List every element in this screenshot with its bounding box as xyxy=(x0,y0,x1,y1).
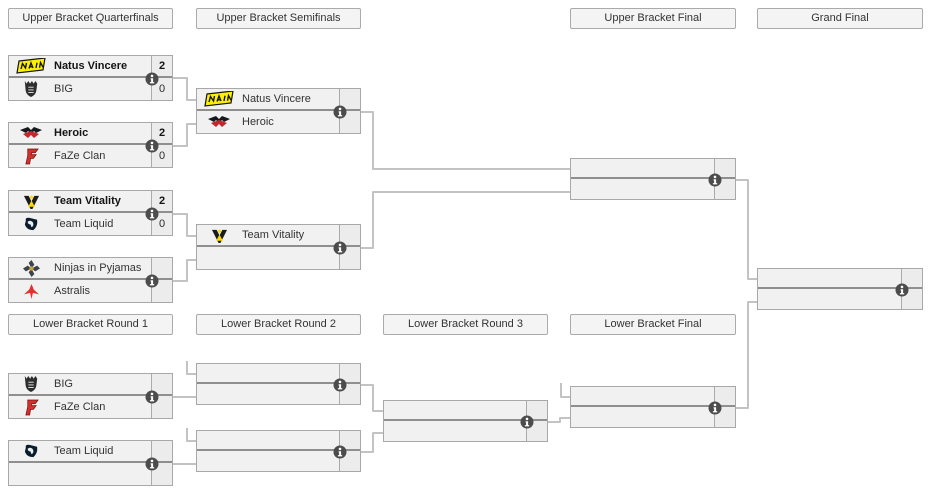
team-name[interactable]: FaZe Clan xyxy=(54,150,106,162)
round-header-ub-semifinals: Upper Bracket Semifinals xyxy=(196,8,361,29)
match-lb-r3 xyxy=(383,400,548,442)
round-header-lb-final: Lower Bracket Final xyxy=(570,314,736,335)
faze-logo-icon xyxy=(9,396,53,418)
round-header-lb-round3: Lower Bracket Round 3 xyxy=(383,314,548,335)
heroic-logo-icon xyxy=(9,123,53,143)
info-icon[interactable] xyxy=(333,105,347,119)
round-header-grand-final: Grand Final xyxy=(757,8,923,29)
team-row: Ninjas in Pyjamas xyxy=(9,258,172,280)
team-row xyxy=(571,387,735,407)
big-logo-icon xyxy=(9,374,53,394)
info-icon[interactable] xyxy=(145,274,159,288)
round-header-lb-round2: Lower Bracket Round 2 xyxy=(196,314,361,335)
liquid-logo-icon xyxy=(9,213,53,235)
match-ub-sf2: Team Vitality xyxy=(196,224,361,270)
navi-logo-icon xyxy=(9,56,53,76)
team-row xyxy=(384,401,547,421)
team-row: Team Liquid 0 xyxy=(9,213,172,235)
team-name[interactable]: BIG xyxy=(54,378,73,390)
team-name[interactable]: Team Vitality xyxy=(242,229,305,241)
faze-logo-icon xyxy=(9,145,53,167)
team-row: FaZe Clan 0 xyxy=(9,145,172,167)
team-score: 2 xyxy=(151,191,172,211)
liquid-logo-icon xyxy=(9,441,53,461)
team-row: Heroic 2 xyxy=(9,123,172,145)
match-ub-qf4: Ninjas in Pyjamas Astralis xyxy=(8,257,173,303)
nip-logo-icon xyxy=(9,258,53,278)
info-icon[interactable] xyxy=(895,283,909,297)
info-icon[interactable] xyxy=(145,139,159,153)
match-ub-qf3: Team Vitality 2 Team Liquid 0 xyxy=(8,190,173,236)
team-name-empty xyxy=(9,463,151,485)
team-score: 2 xyxy=(151,56,172,76)
team-name[interactable]: Natus Vincere xyxy=(54,60,128,72)
info-icon[interactable] xyxy=(520,415,534,429)
team-score xyxy=(151,374,172,394)
team-name[interactable]: Heroic xyxy=(242,116,274,128)
heroic-logo-icon xyxy=(197,111,241,133)
info-icon[interactable] xyxy=(333,445,347,459)
team-name[interactable]: Natus Vincere xyxy=(242,93,311,105)
team-name[interactable]: Heroic xyxy=(54,127,89,139)
vitality-logo-icon xyxy=(197,225,241,245)
info-icon[interactable] xyxy=(145,72,159,86)
team-row xyxy=(571,159,735,179)
info-icon[interactable] xyxy=(333,241,347,255)
team-name[interactable]: BIG xyxy=(54,83,73,95)
team-name[interactable]: Team Vitality xyxy=(54,195,121,207)
match-grand-final xyxy=(757,268,923,310)
match-lb-r1m1: BIG FaZe Clan xyxy=(8,373,173,419)
info-icon[interactable] xyxy=(708,401,722,415)
match-lb-final xyxy=(570,386,736,428)
info-icon[interactable] xyxy=(145,207,159,221)
team-name[interactable]: Team Liquid xyxy=(54,445,114,457)
round-header-ub-quarterfinals: Upper Bracket Quarterfinals xyxy=(8,8,173,29)
match-ub-qf2: Heroic 2 FaZe Clan 0 xyxy=(8,122,173,168)
astralis-logo-icon xyxy=(9,280,53,302)
team-score xyxy=(151,441,172,461)
vitality-logo-icon xyxy=(9,191,53,211)
info-icon[interactable] xyxy=(145,390,159,404)
team-score: 2 xyxy=(151,123,172,143)
team-score xyxy=(339,89,360,109)
team-row: Natus Vincere xyxy=(197,89,360,111)
team-name-empty xyxy=(197,247,339,269)
team-row: BIG 0 xyxy=(9,78,172,100)
team-row: Team Liquid xyxy=(9,441,172,463)
match-ub-qf1: Natus Vincere 2 BIG 0 xyxy=(8,55,173,101)
round-header-lb-round1: Lower Bracket Round 1 xyxy=(8,314,173,335)
match-lb-r2m2 xyxy=(196,430,361,472)
big-logo-icon xyxy=(9,78,53,100)
navi-logo-icon xyxy=(197,89,241,109)
team-row xyxy=(197,431,360,451)
match-ub-sf1: Natus Vincere Heroic xyxy=(196,88,361,134)
match-ub-final xyxy=(570,158,736,200)
team-score xyxy=(339,225,360,245)
team-name[interactable]: Team Liquid xyxy=(54,218,114,230)
round-header-ub-final: Upper Bracket Final xyxy=(570,8,736,29)
team-row xyxy=(197,364,360,384)
team-row: Team Vitality 2 xyxy=(9,191,172,213)
team-name[interactable]: FaZe Clan xyxy=(54,401,106,413)
info-icon[interactable] xyxy=(708,173,722,187)
match-lb-r2m1 xyxy=(196,363,361,405)
team-row: BIG xyxy=(9,374,172,396)
team-score xyxy=(151,258,172,278)
info-icon[interactable] xyxy=(145,457,159,471)
team-row: Team Vitality xyxy=(197,225,360,247)
team-name[interactable]: Astralis xyxy=(54,285,91,297)
team-row: Natus Vincere 2 xyxy=(9,56,172,78)
info-icon[interactable] xyxy=(333,378,347,392)
match-lb-r1m2: Team Liquid xyxy=(8,440,173,486)
team-row xyxy=(758,269,922,289)
team-name[interactable]: Ninjas in Pyjamas xyxy=(54,262,142,274)
